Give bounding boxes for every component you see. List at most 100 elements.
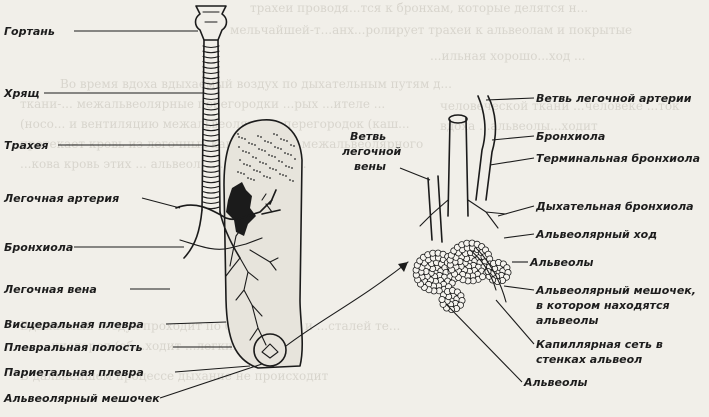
tissue-dot <box>265 163 267 165</box>
tissue-dot <box>267 141 269 143</box>
tissue-dot <box>255 157 257 159</box>
background-text-line: ...кислород (об...ходит ...легкий) ... .… <box>40 339 276 353</box>
tissue-dot <box>285 175 287 177</box>
tissue-dot <box>261 149 263 151</box>
tissue-dot <box>280 148 282 150</box>
leader-alveolar-sac-right <box>503 285 535 291</box>
cartilage-ring <box>202 76 220 80</box>
background-text-line: Вдыхаемый воздух проходит по бронхиолам … <box>20 319 400 333</box>
label-alveolar-duct: Альвеолярный ход <box>535 228 657 241</box>
vein-branch-vessel <box>427 175 443 243</box>
bronchiole-opening <box>448 114 468 124</box>
left-leader-lines <box>44 30 263 399</box>
tissue-dot <box>278 160 280 162</box>
vein-branch-label: Ветвь легочной вены <box>342 130 402 173</box>
tissue-dot <box>269 167 271 169</box>
tissue-dot <box>279 173 281 175</box>
cartilage-ring <box>202 196 220 199</box>
tissue-dot <box>281 161 283 163</box>
cartilage-ring <box>202 50 220 54</box>
tissue-dot <box>260 136 262 138</box>
label-alveolar-sac-line2: в котором находятся <box>536 299 670 312</box>
cartilage-ring <box>202 139 220 142</box>
tissue-dot <box>240 172 242 174</box>
background-text-line: вдоха ...альвеолы...ходит <box>440 119 598 133</box>
tissue-dot <box>290 154 292 156</box>
background-text-line: Во время вдоха вдыхаемый воздух по дыхат… <box>60 77 452 91</box>
cartilage-ring <box>202 170 220 173</box>
tissue-dot <box>286 140 288 142</box>
leader-right-bronchiole <box>491 135 535 141</box>
lung-outline <box>224 119 303 368</box>
tissue-dot <box>248 152 250 154</box>
larynx-detail <box>202 11 220 23</box>
label-alveoli-bottom: Альвеолы <box>523 376 588 389</box>
tissue-dot <box>238 136 240 138</box>
tissue-dot <box>266 176 268 178</box>
magnification-arrowhead <box>398 262 408 272</box>
alveoli-magnified-figure <box>412 95 512 313</box>
tissue-dot <box>258 148 260 150</box>
left-labels: Гортань Хрящ Трахея Легочная артерия Бро… <box>3 25 160 405</box>
right-leader-lines <box>399 97 535 383</box>
cartilage-ring <box>202 144 220 147</box>
tissue-dot <box>285 165 287 167</box>
tissue-dot <box>277 147 279 149</box>
cartilage-ring <box>202 201 220 205</box>
leader-vein-branch <box>399 167 431 181</box>
trachea-cartilage-rings <box>202 45 220 210</box>
tissue-dot <box>244 138 246 140</box>
tissue-dot <box>290 144 292 146</box>
tissue-dot <box>275 169 277 171</box>
cartilage-ring <box>202 191 220 194</box>
tissue-dot <box>246 164 248 166</box>
tissue-dot <box>239 159 241 161</box>
tissue-dot <box>284 152 286 154</box>
cartilage-ring <box>202 61 220 64</box>
cartilage-ring <box>202 92 220 95</box>
magnification-arrow <box>285 261 409 347</box>
tissue-dot <box>287 153 289 155</box>
pulmonary-artery-branch <box>175 189 281 221</box>
tissue-dot <box>247 177 249 179</box>
cartilage-ring <box>202 154 220 158</box>
tissue-dot <box>259 161 261 163</box>
label-alveolar-sac-line1: Альвеолярный мешочек, <box>535 284 696 297</box>
cartilage-ring <box>202 71 220 75</box>
label-vein-branch-line2: легочной <box>342 145 402 158</box>
label-alveoli-top: Альвеолы <box>529 256 594 269</box>
respiratory-bronchiole-branches <box>419 199 507 229</box>
leader-parietal-pleura <box>174 365 251 373</box>
alveolus <box>438 295 446 303</box>
tissue-dot <box>282 174 284 176</box>
tissue-dot <box>256 170 258 172</box>
tissue-dot <box>294 158 296 160</box>
alveoli-clusters <box>412 239 512 313</box>
label-pleural-cavity: Плевральная полость <box>4 341 143 354</box>
tissue-dot <box>253 179 255 181</box>
label-pulmonary-artery: Легочная артерия <box>3 192 119 205</box>
tissue-dot <box>262 162 264 164</box>
lung-outline-stroke <box>223 119 304 369</box>
label-respiratory-bronchiole: Дыхательная бронхиола <box>535 200 694 213</box>
label-visceral-pleura: Висцеральная плевра <box>4 318 144 331</box>
background-text-line: трахеи проводя...тся к бронхам, которые … <box>250 1 588 15</box>
tissue-dot <box>254 144 256 146</box>
leader-alveolar-duct <box>503 233 535 239</box>
cartilage-ring <box>202 102 220 106</box>
vessel-twigs <box>261 193 279 271</box>
leader-artery-branch <box>485 97 535 101</box>
label-vein-branch-line1: Ветвь <box>350 130 386 143</box>
lung-overview-figure <box>175 5 304 369</box>
label-parietal-pleura: Париетальная плевра <box>4 366 144 379</box>
tissue-dot <box>245 151 247 153</box>
background-text-line: мельчайшей-т...анх...ролирует трахеи к а… <box>230 23 632 37</box>
cartilage-ring <box>202 149 220 153</box>
artery-branch-vessel <box>475 95 497 201</box>
alveolus <box>479 273 487 281</box>
tissue-dot <box>274 146 276 148</box>
lung-tissue-hatch <box>237 133 296 182</box>
cartilage-ring <box>202 175 220 179</box>
label-terminal-bronchiole: Терминальная бронхиола <box>536 152 700 165</box>
label-bronchiole: Бронхиола <box>4 241 73 254</box>
